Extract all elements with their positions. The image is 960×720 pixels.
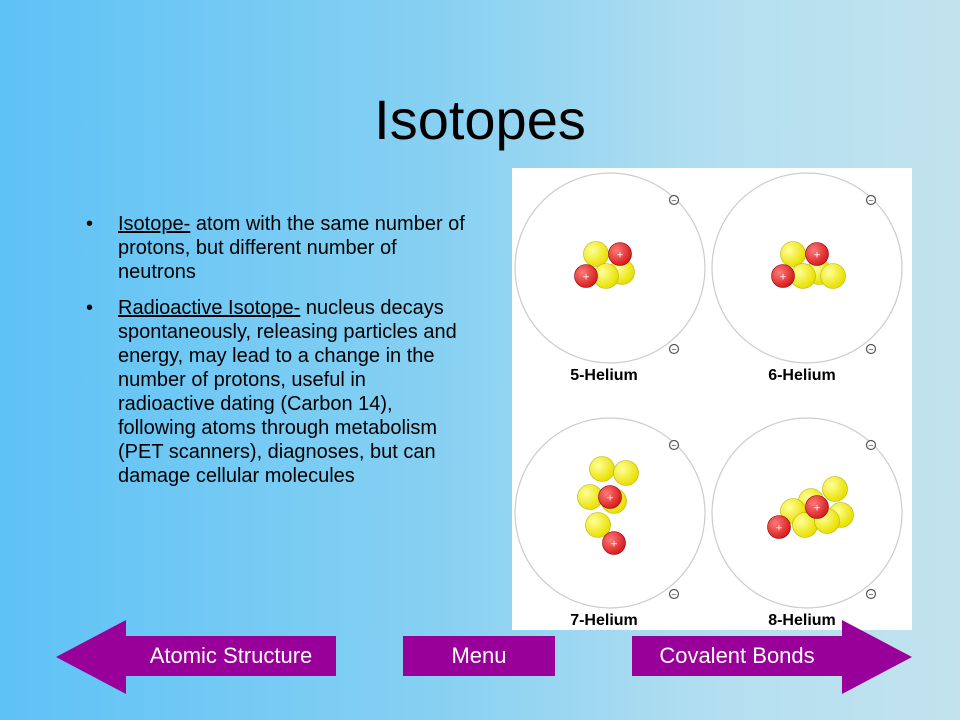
- electron: [865, 439, 877, 451]
- atom-label: 8-Helium: [768, 612, 836, 629]
- neutron: [820, 263, 846, 289]
- bullet-item-isotope: • Isotope- atom with the same number of …: [86, 212, 466, 284]
- proton-charge-icon: +: [616, 251, 624, 261]
- helium-isotopes-diagram: + + − − 5-Helium + + − − 6-Helium + + − − 7-Helium + + − −…: [512, 168, 912, 630]
- helium-isotopes-svg: + + − − 5-Helium + + − − 6-Helium + + − − 7-Helium + + − −…: [514, 172, 903, 629]
- bullet-list: • Isotope- atom with the same number of …: [86, 212, 466, 500]
- proton-charge-icon: +: [779, 273, 787, 283]
- electron: [668, 194, 680, 206]
- electron: [865, 194, 877, 206]
- electron: [668, 588, 680, 600]
- electron: [668, 343, 680, 355]
- nav-next-label: Covalent Bonds: [632, 636, 842, 676]
- neutron: [589, 456, 615, 482]
- proton: [598, 485, 622, 509]
- nav-prev-atomic-structure-button[interactable]: Atomic Structure: [56, 620, 336, 694]
- electron: [865, 588, 877, 600]
- proton: [767, 515, 791, 539]
- proton-charge-icon: +: [813, 251, 821, 261]
- electron-charge-icon: −: [868, 346, 874, 354]
- proton: [608, 242, 632, 266]
- definition-radioactive-isotope: nucleus decays spontaneously, releasing …: [118, 297, 457, 487]
- atom-label: 7-Helium: [570, 612, 638, 629]
- electron-orbit: [514, 417, 706, 609]
- neutron: [613, 460, 639, 486]
- electron-charge-icon: −: [671, 197, 677, 205]
- nav-menu-label: Menu: [403, 636, 555, 676]
- proton-charge-icon: +: [582, 273, 590, 283]
- electron-orbit: [711, 172, 903, 364]
- electron: [865, 343, 877, 355]
- neutron: [822, 476, 848, 502]
- proton-charge-icon: +: [606, 494, 614, 504]
- atom-label: 5-Helium: [570, 367, 638, 384]
- electron-charge-icon: −: [868, 591, 874, 599]
- electron-charge-icon: −: [671, 346, 677, 354]
- atom-4: + + − − 8-Helium: [711, 417, 903, 629]
- atom-label: 6-Helium: [768, 367, 836, 384]
- arrow-left-icon: [56, 620, 126, 694]
- nav-prev-label: Atomic Structure: [126, 636, 336, 676]
- nav-menu-button[interactable]: Menu: [403, 620, 555, 694]
- term-radioactive-isotope: Radioactive Isotope-: [118, 297, 301, 319]
- bullet-item-radioactive-isotope: • Radioactive Isotope- nucleus decays sp…: [86, 296, 466, 488]
- atom-1: + + − − 5-Helium: [514, 172, 706, 384]
- bullet-icon: •: [86, 297, 94, 319]
- electron-orbit: [514, 172, 706, 364]
- proton-charge-icon: +: [813, 504, 821, 514]
- proton: [602, 531, 626, 555]
- neutron: [585, 512, 611, 538]
- slide-title: Isotopes: [374, 88, 586, 151]
- neutron: [780, 241, 806, 267]
- proton: [771, 264, 795, 288]
- electron-charge-icon: −: [868, 197, 874, 205]
- definition-isotope: atom with the same number of protons, bu…: [118, 213, 465, 283]
- proton: [574, 264, 598, 288]
- proton: [805, 495, 829, 519]
- nav-next-covalent-bonds-button[interactable]: Covalent Bonds: [632, 620, 912, 694]
- proton-charge-icon: +: [610, 540, 618, 550]
- electron-charge-icon: −: [671, 442, 677, 450]
- neutron: [583, 241, 609, 267]
- bullet-icon: •: [86, 213, 94, 235]
- term-isotope: Isotope-: [118, 213, 191, 235]
- proton-charge-icon: +: [775, 524, 783, 534]
- electron-charge-icon: −: [671, 591, 677, 599]
- electron-charge-icon: −: [868, 442, 874, 450]
- electron: [668, 439, 680, 451]
- arrow-right-icon: [842, 620, 912, 694]
- atom-3: + + − − 7-Helium: [514, 417, 706, 629]
- atom-2: + + − − 6-Helium: [711, 172, 903, 384]
- proton: [805, 242, 829, 266]
- electron-orbit: [711, 417, 903, 609]
